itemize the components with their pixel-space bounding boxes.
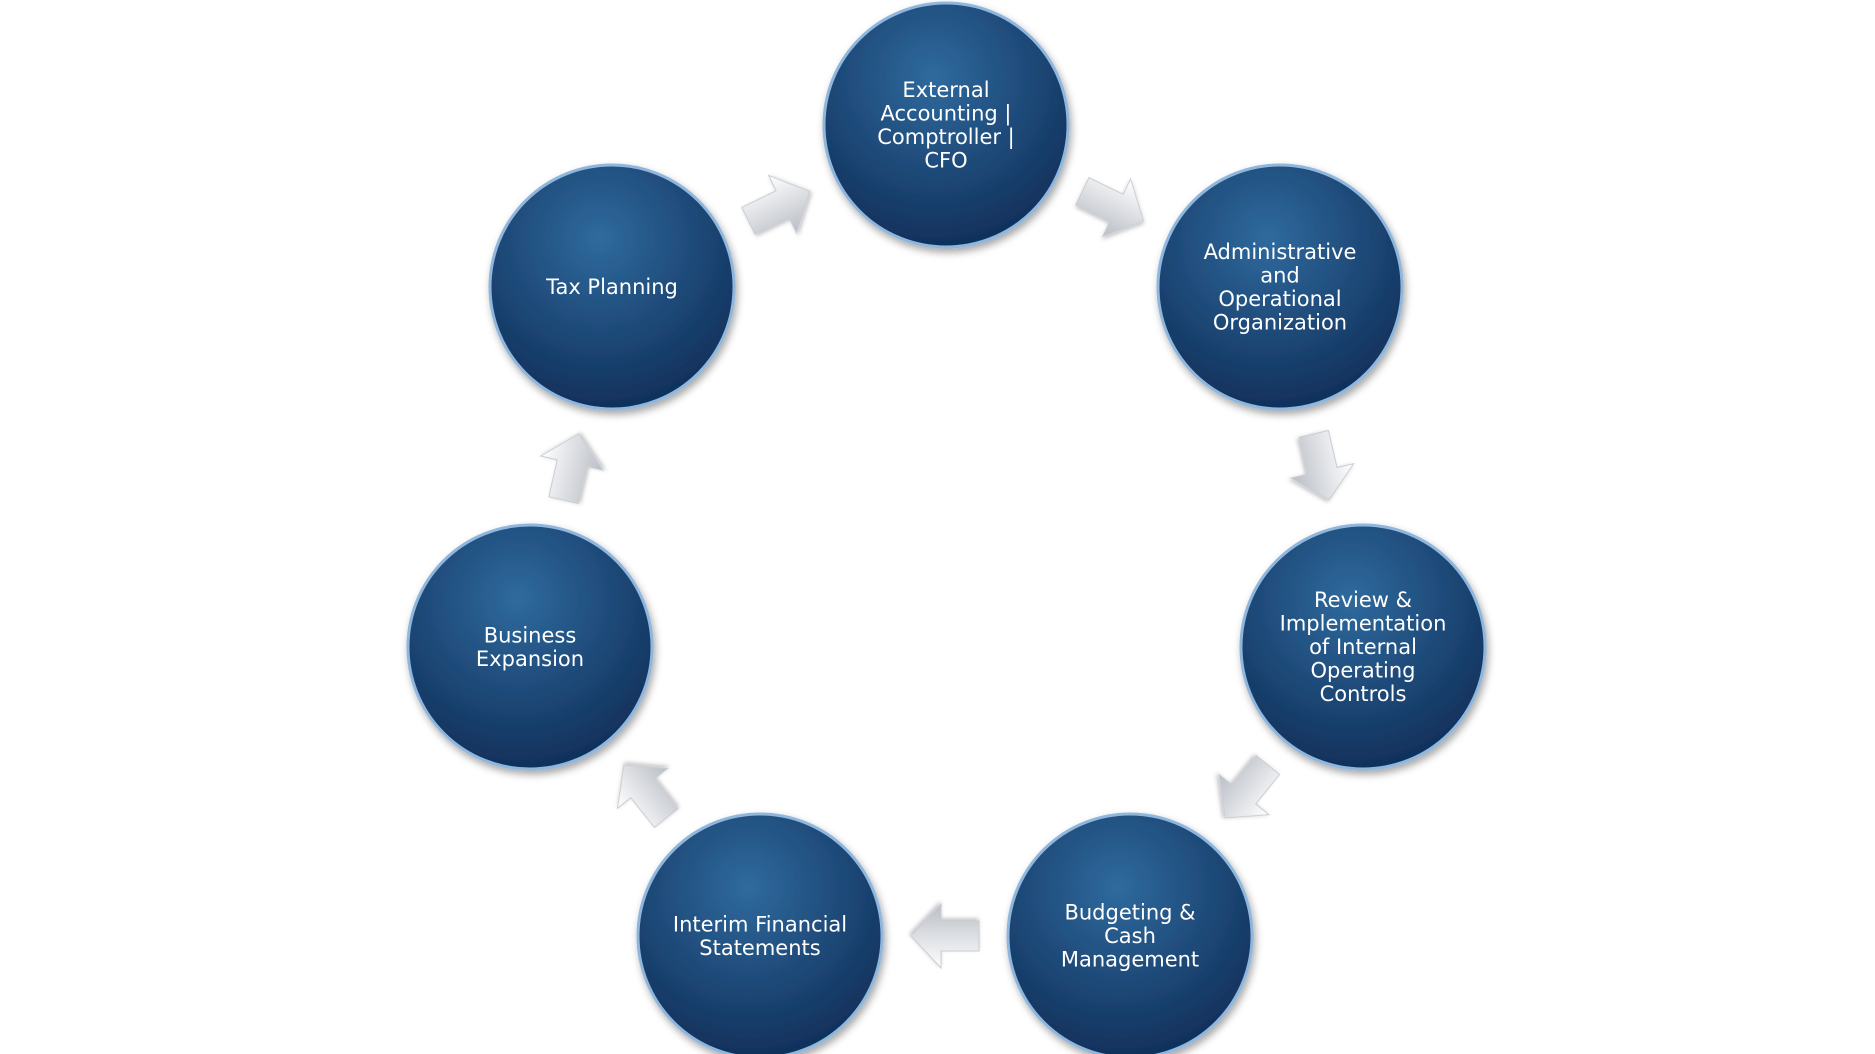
block-arrow-icon	[910, 902, 980, 970]
node-tax-planning: Tax Planning	[488, 163, 736, 411]
node-label-line: Expansion	[476, 647, 584, 671]
node-circle	[1156, 163, 1404, 411]
node-circle	[1006, 812, 1254, 1054]
node-label-line: External	[902, 78, 989, 102]
node-label-line: Accounting |	[880, 101, 1011, 126]
node-label-line: Operating	[1311, 659, 1416, 683]
node-label-line: Business	[484, 623, 577, 647]
block-arrow-icon	[616, 764, 679, 829]
arrows-layer	[539, 174, 1355, 970]
node-label-line: Administrative	[1204, 240, 1357, 264]
node-label-line: and	[1260, 263, 1300, 287]
node-label-line: CFO	[924, 148, 967, 172]
node-circle	[822, 1, 1070, 249]
node-label: Tax Planning	[545, 275, 678, 299]
block-arrow-icon	[539, 433, 605, 505]
node-label-line: Implementation	[1280, 612, 1447, 636]
node-label-line: Interim Financial	[673, 912, 847, 936]
block-arrow-icon	[1289, 429, 1355, 501]
block-arrow-icon	[1218, 754, 1281, 819]
node-label-line: Budgeting &	[1064, 901, 1195, 925]
node-label-line: Organization	[1213, 310, 1347, 334]
node-label-line: Review &	[1314, 588, 1412, 612]
node-label-line: Operational	[1218, 287, 1341, 311]
node-circle	[406, 523, 654, 771]
node-circle	[636, 812, 884, 1054]
node-label-line: Tax Planning	[545, 275, 678, 299]
node-label-line: of Internal	[1309, 635, 1417, 659]
node-circle	[488, 163, 736, 411]
node-label-line: Cash	[1104, 924, 1156, 948]
node-label-line: Management	[1061, 948, 1199, 972]
block-arrow-icon	[741, 174, 811, 236]
node-circle	[1239, 523, 1487, 771]
node-label-line: Statements	[699, 936, 820, 960]
node-label-line: Comptroller |	[877, 125, 1015, 150]
block-arrow-icon	[1075, 176, 1145, 238]
node-label-line: Controls	[1320, 682, 1407, 706]
